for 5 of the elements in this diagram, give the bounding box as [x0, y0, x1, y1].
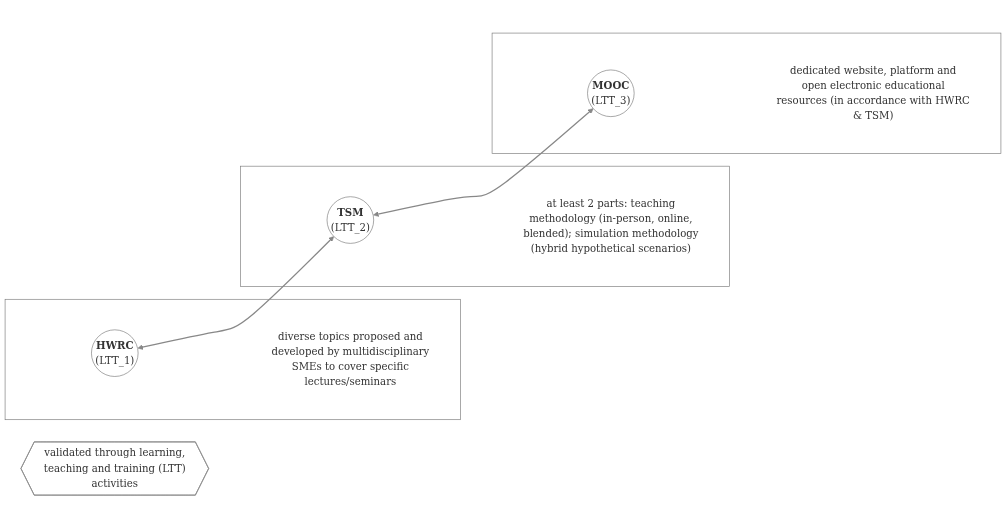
node-circle: MOOC (LTT_3)	[587, 70, 635, 118]
node-circle: TSM (LTT_2)	[326, 196, 374, 245]
arrow	[137, 236, 335, 351]
node-circle: HWRC (LTT_1)	[91, 329, 139, 378]
arrow	[373, 108, 594, 218]
